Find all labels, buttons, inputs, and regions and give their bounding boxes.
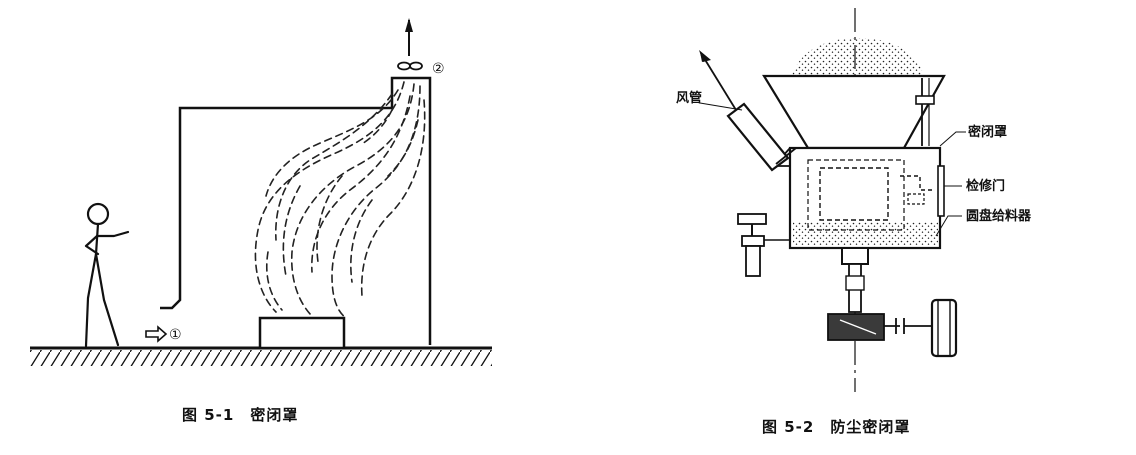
label-disc-feeder: 圆盘给料器 — [966, 208, 1032, 224]
drive-shaft — [827, 247, 958, 358]
outlet-marker: ② — [432, 61, 445, 77]
label-duct: 风管 — [676, 90, 702, 106]
access-door — [900, 165, 945, 217]
enclosure-outline — [160, 76, 432, 345]
air-duct — [699, 50, 797, 172]
dust-cloud — [254, 81, 426, 319]
caption-figure-5-1: 图 5-1 密闭罩 — [182, 406, 298, 424]
material-pile — [792, 38, 924, 76]
gear-box — [827, 313, 885, 341]
dust-source — [258, 316, 346, 350]
inlet-arrow-icon — [145, 325, 168, 343]
caption-figure-5-2: 图 5-2 防尘密闭罩 — [762, 418, 910, 436]
side-valve-icon — [737, 213, 791, 277]
drive-pulley — [930, 298, 958, 358]
label-access-door: 检修门 — [966, 178, 1005, 194]
figure-enclosure: ② ① — [30, 18, 492, 424]
label-enclosure: 密闭罩 — [967, 124, 1007, 140]
hopper — [762, 74, 946, 150]
figure-dustproof-enclosure: 风管 密闭罩 检修门 圆盘给料器 图 5-2 防尘密闭罩 — [676, 8, 1032, 436]
worker-figure — [84, 202, 130, 348]
inlet-marker: ① — [169, 327, 182, 343]
exhaust-fan-icon — [397, 18, 423, 71]
ground — [30, 346, 492, 366]
